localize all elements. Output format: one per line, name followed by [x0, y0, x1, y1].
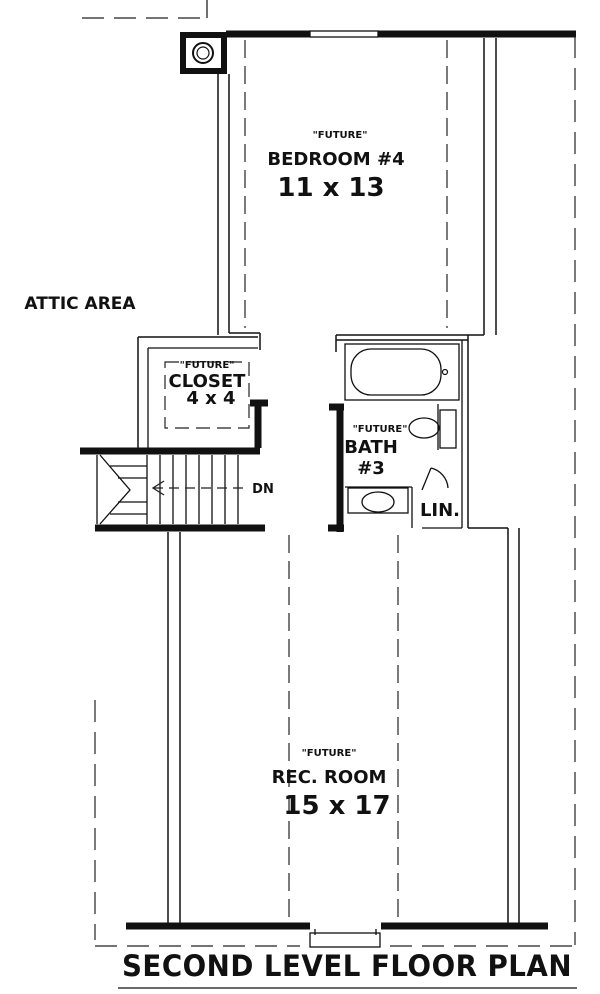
rec-room-future-tag: "FUTURE" — [302, 748, 357, 759]
bathtub — [344, 343, 460, 401]
rec-room-size: 15 x 17 — [283, 791, 390, 821]
linen-label: LIN. — [420, 500, 460, 521]
toilet — [347, 487, 409, 514]
rec-room-name: REC. ROOM — [272, 767, 387, 788]
closet-size: 4 x 4 — [186, 388, 235, 409]
bedroom-name: BEDROOM #4 — [267, 149, 404, 170]
stairs — [80, 447, 265, 532]
rec-room-ceiling-lines — [288, 535, 399, 922]
attic-label: ATTIC AREA — [24, 294, 136, 314]
linen-door — [421, 467, 449, 491]
closet-future-tag: "FUTURE" — [180, 360, 235, 371]
bedroom-future-tag: "FUTURE" — [313, 130, 368, 141]
bath-walls — [328, 335, 469, 532]
bedroom-walls — [217, 30, 576, 352]
lower-roof-outline — [82, 0, 208, 19]
roof-outline — [94, 36, 576, 947]
closet-name: CLOSET — [169, 371, 247, 392]
bath-name: BATH — [344, 437, 398, 458]
stair-direction-arrow — [151, 480, 245, 496]
chimney-flue — [180, 32, 227, 74]
rec-room-walls — [126, 527, 548, 948]
closet-attic-line — [164, 361, 250, 429]
bedroom-ceiling-lines — [244, 40, 448, 328]
closet-walls — [137, 336, 268, 448]
bedroom-size: 11 x 13 — [277, 173, 384, 203]
bath-number: #3 — [357, 458, 385, 479]
bath-future-tag: "FUTURE" — [353, 424, 408, 435]
stairs-dn-label: DN — [252, 482, 274, 497]
plan-title: SECOND LEVEL FLOOR PLAN — [122, 949, 572, 983]
bath-vanity — [408, 404, 457, 450]
